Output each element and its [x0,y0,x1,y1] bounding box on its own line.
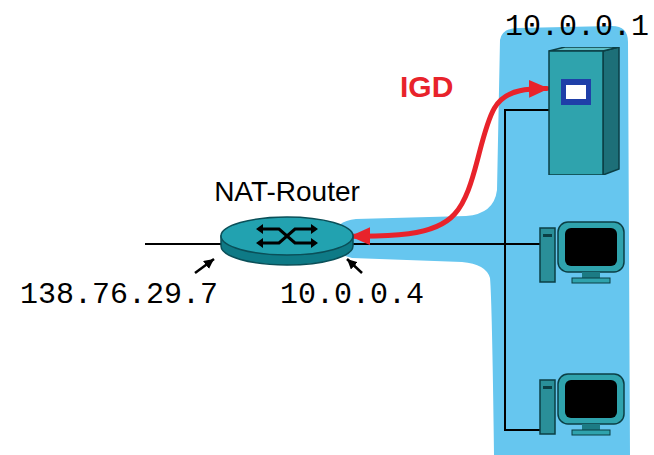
server-side [603,47,619,175]
router-body [221,217,353,265]
protocol-label: IGD [400,70,453,105]
router-symbol [256,224,263,248]
ip-address: 138.76.29.7 [20,278,218,313]
pc-icon [540,374,624,435]
server-tower [549,47,619,175]
address-label-holder: 10.0.0.4 [280,278,424,313]
server-node: 10.0.0.1 [505,10,649,175]
router-symbol [311,224,318,248]
wan-link [145,243,222,245]
private-network-region [333,26,630,455]
server-icon [527,47,627,175]
ip-address: 10.0.0.4 [280,278,424,313]
pc-icon [540,222,624,283]
address-label-holder: 138.76.29.7 [20,278,218,313]
router-top [221,217,353,255]
node-label: NAT-Router [214,176,360,208]
router-node: NAT-Router [214,176,360,268]
server-panel [561,79,591,105]
igd-connector [352,89,547,237]
node-label: 10.0.0.1 [505,10,649,45]
server-slot [566,85,586,99]
leader-line [195,259,214,273]
edge-label-holder: IGD [400,70,453,105]
server-front [549,51,603,175]
leader-line [347,259,362,273]
router-symbol [263,229,311,243]
lan-wire [352,243,541,245]
router-icon [219,214,355,268]
